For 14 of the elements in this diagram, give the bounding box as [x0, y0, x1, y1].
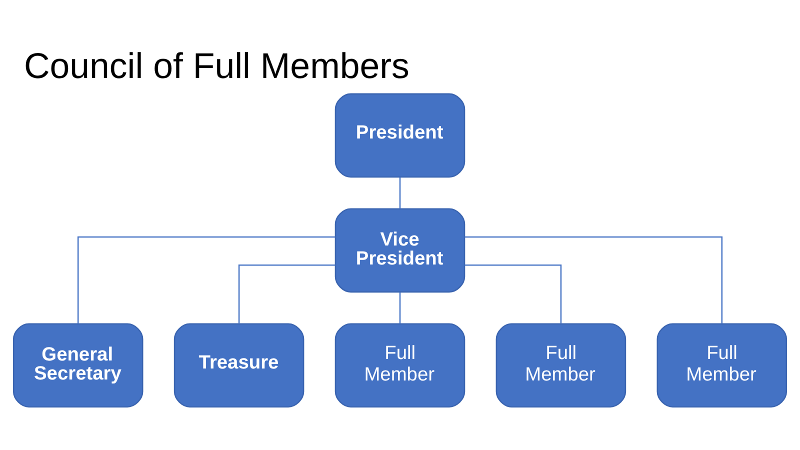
node-box: Treasure	[174, 322, 304, 408]
node-box: Vice President	[334, 208, 466, 292]
connector	[464, 264, 562, 323]
connector	[399, 176, 401, 208]
connector	[399, 292, 401, 324]
connector	[77, 236, 336, 324]
node-box: Full Member	[496, 322, 626, 408]
node-box: Full Member	[334, 322, 466, 408]
node-box: General Secretary	[12, 322, 144, 408]
node-box: Full Member	[656, 322, 788, 408]
node-box: President	[334, 92, 466, 178]
diagram-title: Council of Full Members	[24, 45, 410, 86]
connector	[238, 264, 336, 323]
connector	[464, 236, 723, 324]
